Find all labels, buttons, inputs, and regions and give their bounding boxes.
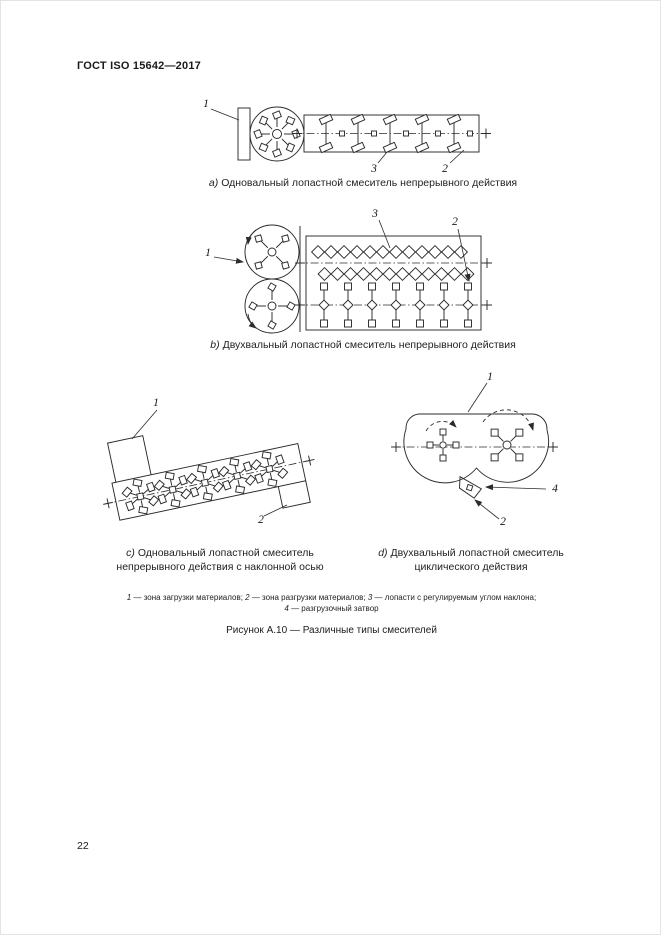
figure-a-label-1: 1 <box>203 98 209 110</box>
figure-d-label-4: 4 <box>552 483 558 495</box>
legend-key-1: 1 <box>126 593 132 602</box>
figure-d-caption: d)Двухвальный лопастной смеситель циклич… <box>371 547 571 574</box>
figure-a-caption: a)Одновальный лопастной смеситель непрер… <box>63 177 661 191</box>
legend-key-3: 3 <box>367 593 373 602</box>
figure-b-caption-letter: b) <box>210 339 220 351</box>
rotation-arrow <box>482 409 534 431</box>
figure-b-caption: b)Двухвальный лопастной смеситель непрер… <box>63 339 661 353</box>
mixer-b-side-view <box>294 235 493 331</box>
figure-a-caption-letter: a) <box>208 177 219 189</box>
figure-c-caption-line2: непрерывного действия с наклонной осью <box>116 560 324 573</box>
figure-c-drawing: 1 2 <box>101 397 317 526</box>
figure-a-label-3: 3 <box>370 163 377 175</box>
page-number: 22 <box>77 840 89 852</box>
discharge-gate <box>459 475 483 499</box>
rotation-arrow <box>247 313 257 329</box>
rotation-arrow <box>425 419 457 432</box>
figure-c-label-1: 1 <box>153 397 159 409</box>
figure-b-drawing: 1 3 2 <box>205 208 493 334</box>
figure-a-label-2: 2 <box>442 163 448 175</box>
legend-line-1: 1 — зона загрузки материалов; 2 — зона р… <box>1 592 661 603</box>
figure-title: Рисунок А.10 — Различные типы смесителей <box>226 625 437 636</box>
figure-c-caption: c)Одновальный лопастной смеситель непрер… <box>95 547 345 574</box>
legend-key-2: 2 <box>245 593 250 602</box>
figure-d-label-2: 2 <box>500 516 506 528</box>
legend-text-3: — лопасти с регулируемым углом наклона; <box>372 593 537 602</box>
legend-text-2: — зона разгрузки материалов; <box>249 593 368 602</box>
figure-a-caption-text: Одновальный лопастной смеситель непрерыв… <box>221 177 518 189</box>
figure-b-caption-text: Двухвальный лопастной смеситель непрерыв… <box>222 339 516 351</box>
rotation-arrow <box>245 229 257 245</box>
mixer-a-end-view <box>237 106 305 162</box>
legend-text-4: — разгрузочный затвор <box>288 604 379 613</box>
figure-b-label-3: 3 <box>371 208 378 220</box>
mixer-a-side-view <box>291 113 492 154</box>
figure-legend: 1 — зона загрузки материалов; 2 — зона р… <box>1 592 661 614</box>
legend-line-2: 4 — разгрузочный затвор <box>1 603 661 614</box>
legend-key-4: 4 <box>284 604 289 613</box>
mixer-b-end-view <box>239 219 304 334</box>
cyclic-mixer-tub <box>390 409 559 499</box>
figure-c-label-2: 2 <box>258 514 264 526</box>
figure-d-caption-line2: циклического действия <box>414 560 528 573</box>
figure-b-label-1: 1 <box>205 247 211 259</box>
figure-d-drawing: 1 4 2 <box>390 371 559 528</box>
legend-text-1: — зона загрузки материалов; <box>131 593 246 602</box>
figure-b-label-2: 2 <box>452 216 458 228</box>
figure-d-caption-letter: d) <box>378 547 388 559</box>
document-header: ГОСТ ISO 15642—2017 <box>77 60 201 72</box>
figure-d-label-1: 1 <box>487 371 493 383</box>
figure-c-caption-line1: Одновальный лопастной смеситель <box>137 547 314 559</box>
figure-d-caption-line1: Двухвальный лопастной смеситель <box>390 547 564 559</box>
loading-hopper <box>106 435 152 483</box>
inclined-mixer-body <box>101 435 317 521</box>
paddle-wheel <box>253 110 301 158</box>
discharge-chute <box>277 480 311 509</box>
figure-a-drawing: 1 3 2 <box>203 98 492 175</box>
figure-c-caption-letter: c) <box>126 547 135 559</box>
